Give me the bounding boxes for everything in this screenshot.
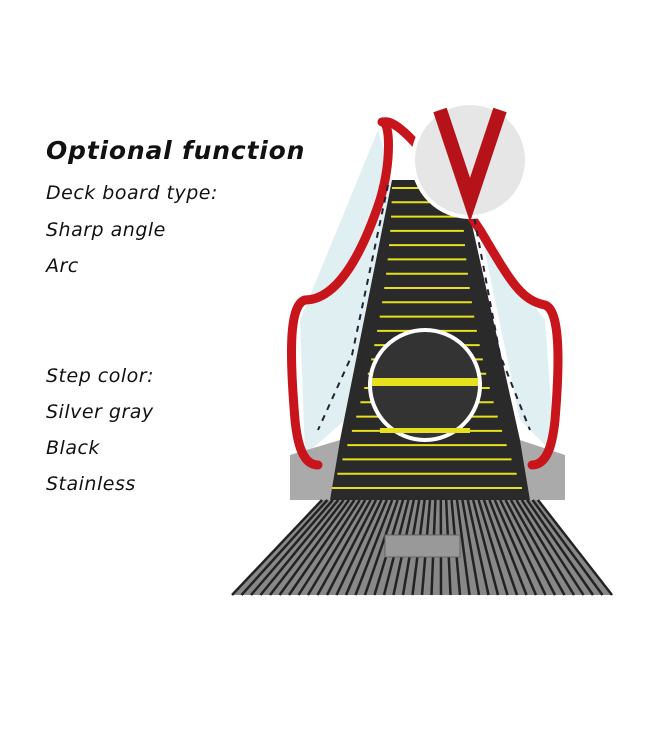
floor-logo-plate [384, 534, 461, 558]
right-glass-panel [400, 130, 555, 455]
deck-option-arc: Arc [46, 255, 79, 277]
left-handrail [286, 117, 393, 470]
deck-option-sharp-angle: Sharp angle [46, 219, 166, 241]
floor-plate-groove [325, 499, 378, 596]
left-glass-panel [300, 130, 392, 455]
floor-plate-groove [488, 499, 528, 596]
floor-plate-groove [537, 499, 613, 596]
step-option-silver-gray: Silver gray [46, 401, 154, 423]
right-base [520, 440, 565, 500]
floor-plate-groove [499, 499, 547, 596]
floor-plate-groove [316, 499, 372, 596]
floor-plate-groove [482, 499, 519, 596]
floor-plate-groove [493, 499, 538, 596]
left-handrail-dashes [317, 184, 389, 431]
floor-plate-groove [466, 499, 490, 596]
handrail-detail-red [433, 107, 507, 223]
floor-plate-groove [461, 499, 481, 596]
floor-plate-groove [250, 499, 334, 596]
step-option-stainless: Stainless [46, 473, 136, 495]
floor-plate-groove [531, 499, 604, 596]
floor-plate-groove [504, 499, 557, 596]
floor-plate-groove [509, 499, 566, 596]
floor-plate-groove [526, 499, 595, 596]
floor-plate-groove [477, 499, 509, 596]
step-detail-yellow-edge [372, 378, 478, 386]
floor-plate-groove [306, 499, 367, 596]
floor-plate-groove [515, 499, 576, 596]
floor-plate-groove [344, 499, 388, 596]
floor-plate-groove [297, 499, 361, 596]
floor-plate-groove [231, 499, 323, 596]
floor-plate-groove [278, 499, 351, 596]
floor-plate-groove [455, 499, 471, 596]
deck-board-label: Deck board type: [46, 182, 218, 204]
floor-plate-groove [363, 499, 399, 596]
right-handrail-dashes [469, 194, 531, 431]
step-detail-yellow-edge-lower [380, 428, 470, 433]
step-option-black: Black [46, 437, 100, 459]
section-title: Optional function [46, 136, 306, 165]
floor-plate-groove [354, 499, 394, 596]
floor-plate-groove [471, 499, 500, 596]
floor-plate-groove [240, 499, 329, 596]
floor-plate-groove [287, 499, 356, 596]
floor-plate-groove [269, 499, 345, 596]
floor-plate-groove [335, 499, 383, 596]
floor-plate-groove [520, 499, 585, 596]
step-color-label: Step color: [46, 365, 154, 387]
floor-plate-groove [259, 499, 340, 596]
